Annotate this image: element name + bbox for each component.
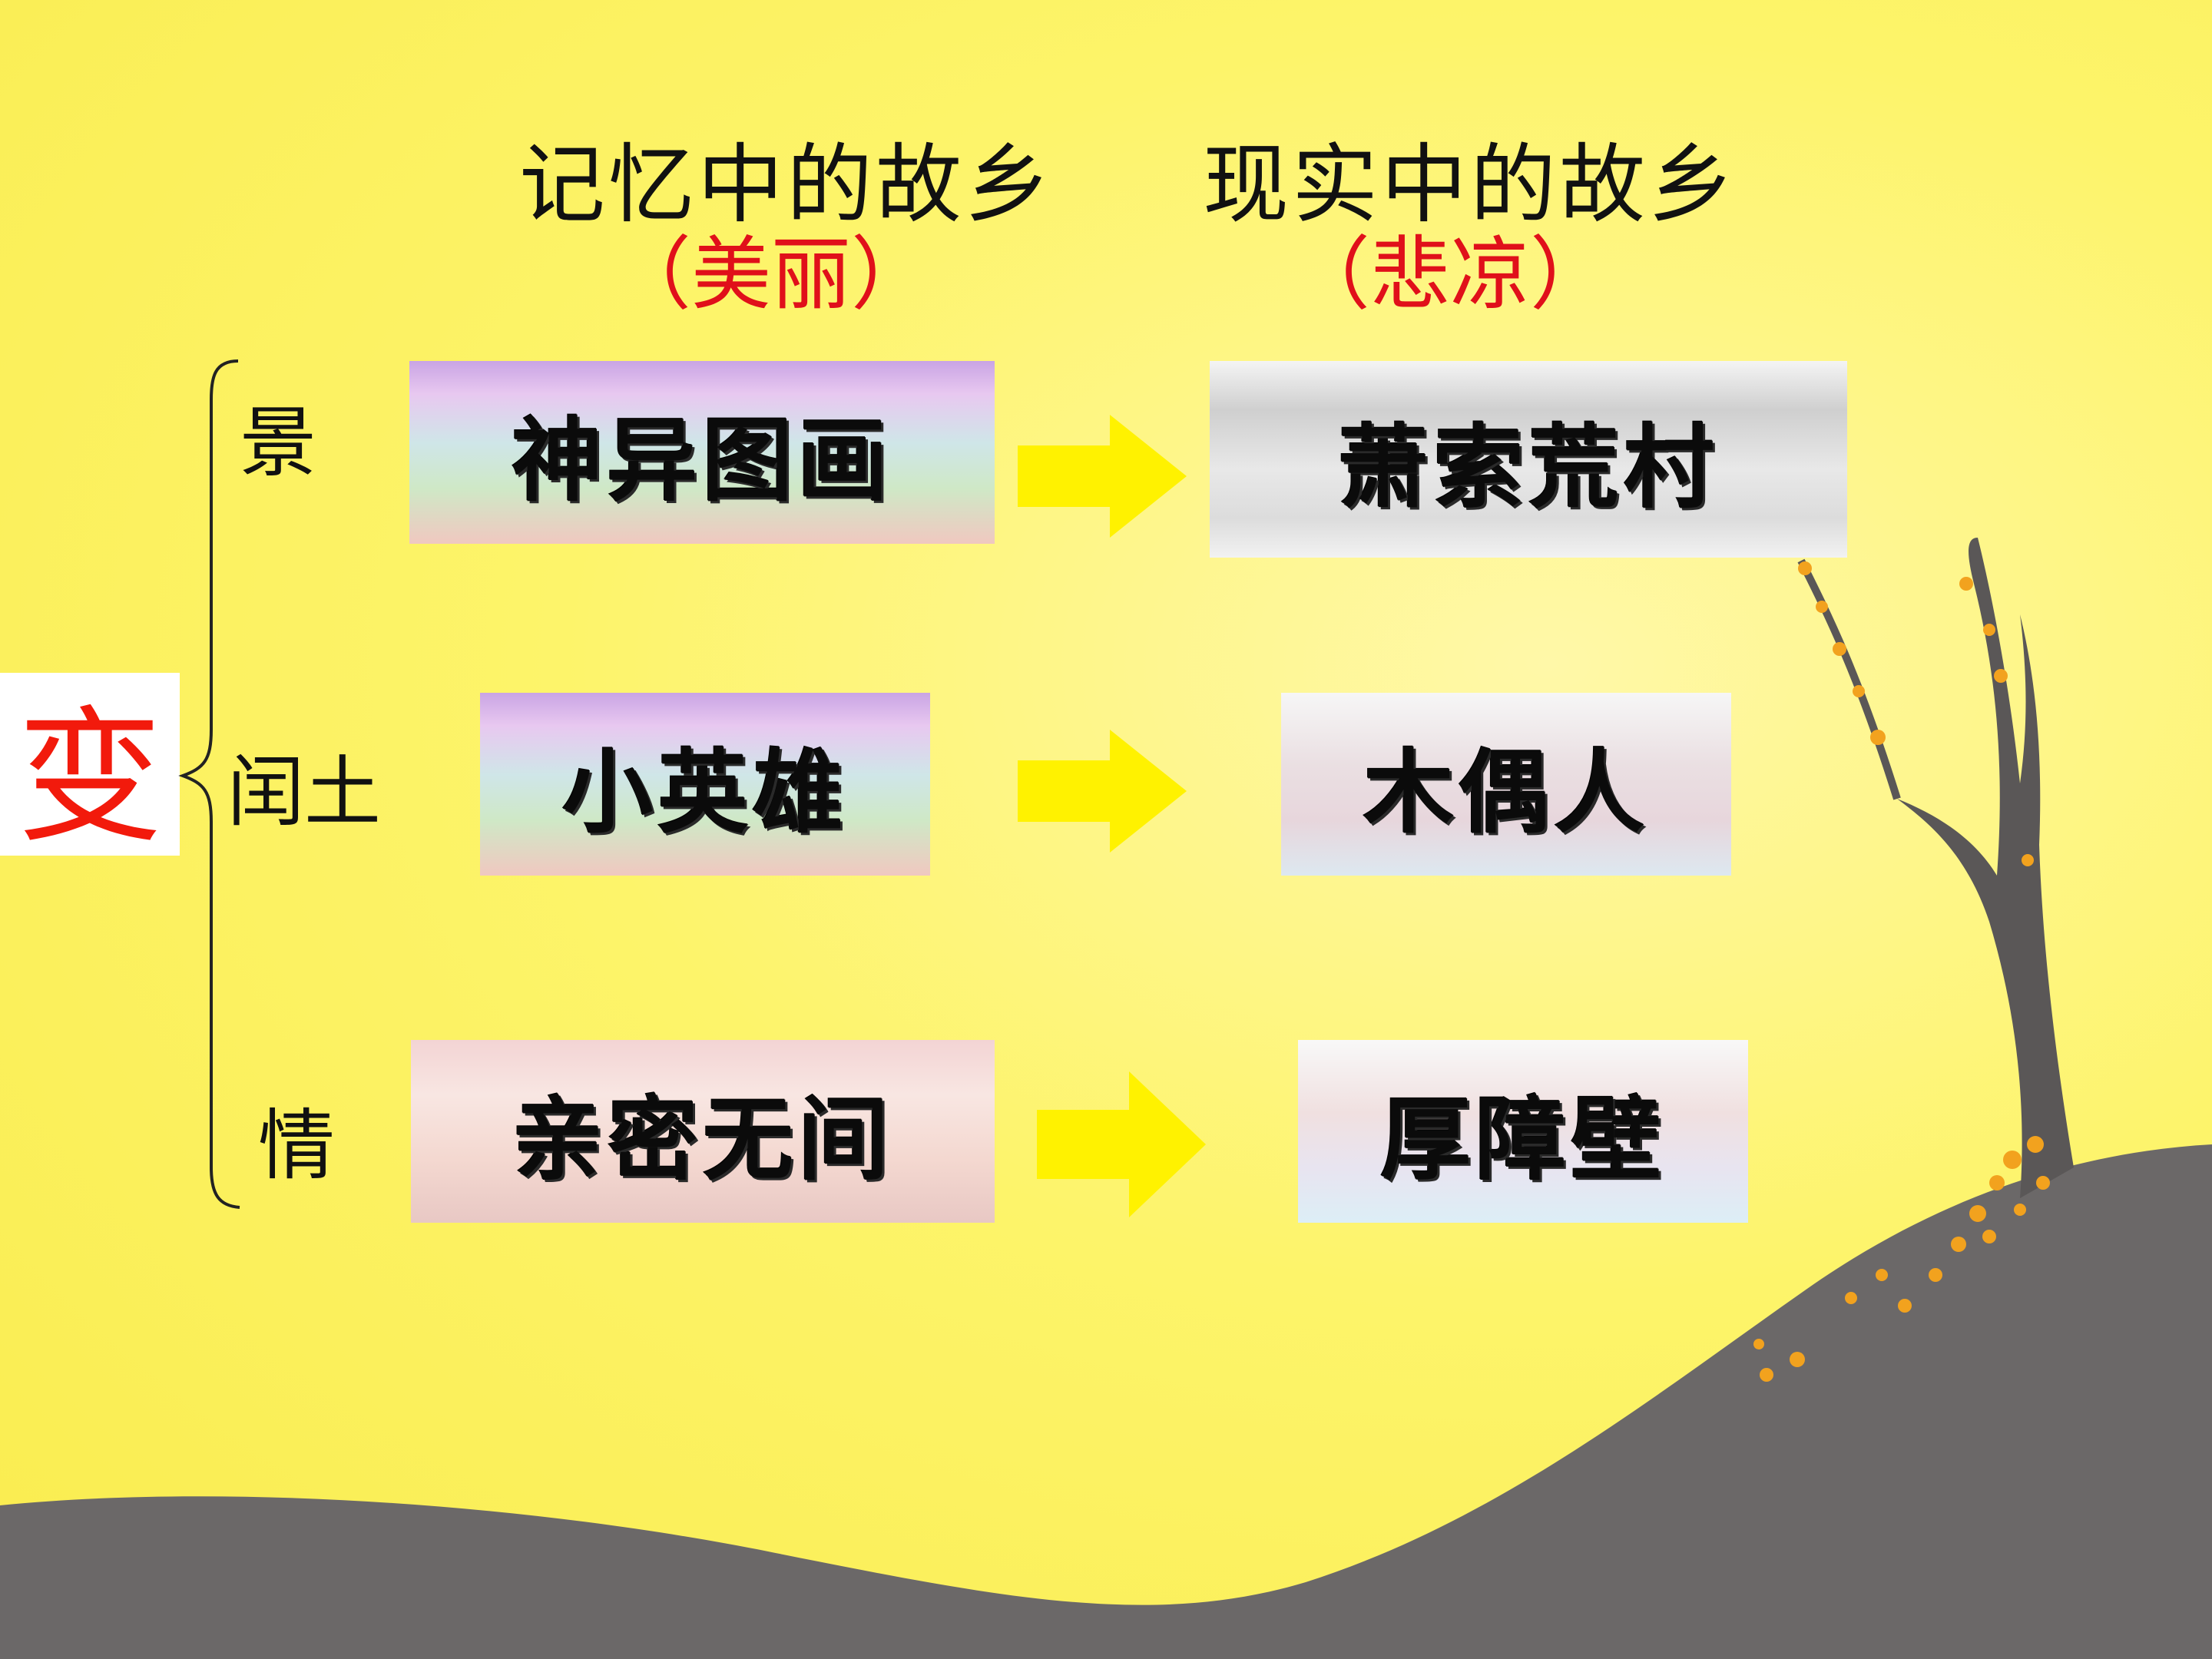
row-label-feeling: 情 [258, 1101, 335, 1190]
row-label-runtu: 闰土 [227, 747, 381, 837]
reality-homeland-note: （悲凉） [1290, 227, 1611, 321]
memory-text-runtu: 小英雄 [561, 739, 848, 846]
row-label-scenery: 景 [240, 398, 316, 488]
reality-text-feeling: 厚障壁 [1379, 1086, 1666, 1193]
blossoms [1753, 561, 2050, 1382]
right-arrow-icon [1018, 730, 1187, 853]
reality-card-feeling: 厚障壁 [1298, 1040, 1748, 1223]
memory-homeland-heading: 记忆中的故乡 [519, 135, 1054, 235]
right-arrow-icon [1018, 415, 1187, 538]
change-label: 变 [0, 673, 180, 863]
grey-hill [0, 1144, 2212, 1659]
right-arrow-icon [1037, 1071, 1206, 1217]
reality-homeland-heading: 现实中的故乡 [1203, 135, 1737, 235]
memory-text-feeling: 亲密无间 [512, 1086, 893, 1193]
memory-homeland-note: （美丽） [611, 227, 932, 321]
reality-card-scenery: 萧索荒村 [1210, 361, 1847, 558]
reality-text-scenery: 萧索荒村 [1337, 414, 1719, 521]
reality-card-runtu: 木偶人 [1281, 693, 1731, 876]
tree-trunk [1897, 538, 2074, 1198]
memory-card-scenery: 神异图画 [409, 361, 995, 544]
memory-text-scenery: 神异图画 [511, 407, 892, 514]
reality-text-runtu: 木偶人 [1363, 739, 1649, 846]
memory-card-runtu: 小英雄 [480, 693, 930, 876]
memory-card-feeling: 亲密无间 [411, 1040, 995, 1223]
